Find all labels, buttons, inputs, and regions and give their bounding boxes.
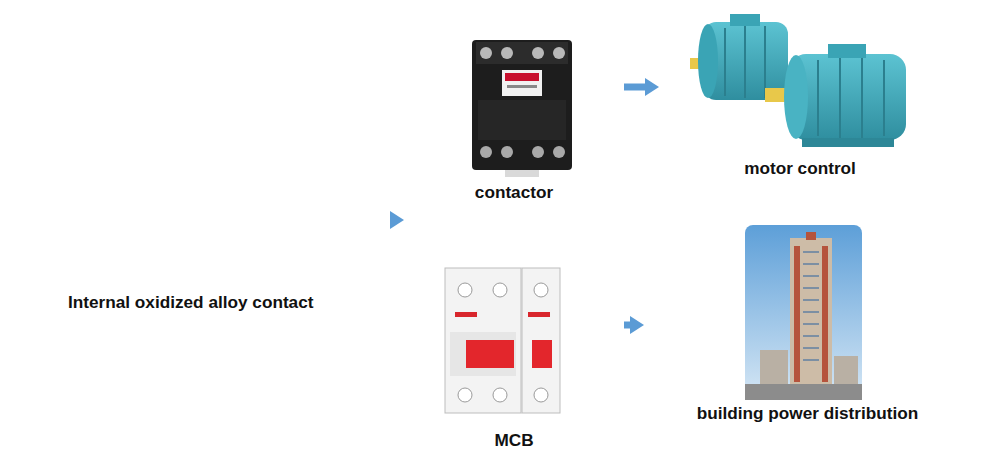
node-label: Internal oxidized alloy contact: [68, 290, 394, 314]
mcb-picture: [445, 268, 560, 413]
source-label-box: Internal oxidized alloy contact: [50, 195, 394, 330]
node-label: building power distribution: [644, 401, 971, 425]
application-node: building power distribution: [644, 215, 971, 430]
device-node: MCB: [404, 255, 624, 455]
flow-arrow: [624, 322, 634, 329]
node-label: motor control: [659, 156, 941, 180]
motor-picture: [690, 14, 906, 147]
node-label: MCB: [404, 428, 624, 452]
application-node: motor control: [659, 0, 941, 185]
node-label: contactor: [404, 180, 624, 204]
device-node: contactor: [404, 28, 624, 228]
building-picture: [745, 225, 862, 400]
contactor-picture: [472, 40, 572, 177]
flow-arrow: [624, 84, 649, 91]
